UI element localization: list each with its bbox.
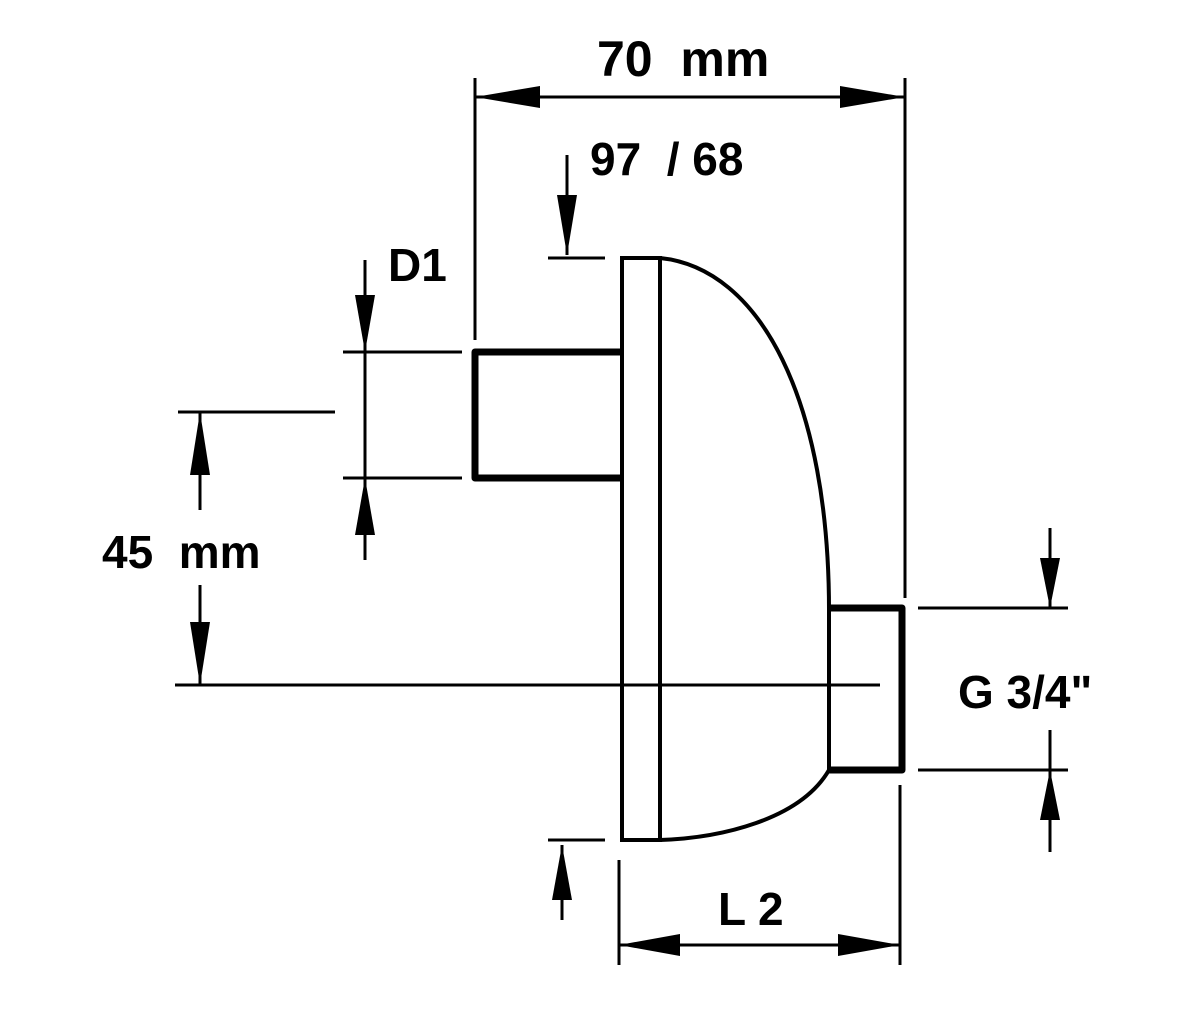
label-offset: 45 mm bbox=[102, 526, 261, 578]
fitting-body bbox=[471, 256, 906, 842]
label-outlet-thread: G 3/4" bbox=[958, 666, 1092, 718]
width-dimension bbox=[473, 78, 907, 598]
outlet-stub bbox=[829, 604, 906, 774]
l2-dimension bbox=[617, 785, 902, 965]
label-inlet-diameter: D1 bbox=[388, 239, 447, 291]
front-plate bbox=[620, 256, 662, 842]
dome-outline bbox=[659, 256, 832, 842]
label-overall-width: 70 mm bbox=[597, 31, 769, 87]
d1-dimension bbox=[343, 260, 462, 560]
top-reference-dimension bbox=[548, 155, 605, 920]
label-top-code: 97 / 68 bbox=[590, 133, 743, 185]
inlet-stub bbox=[471, 348, 622, 482]
offset-dimension bbox=[175, 410, 880, 687]
label-length: L 2 bbox=[718, 883, 784, 935]
g34-dimension bbox=[918, 528, 1068, 852]
